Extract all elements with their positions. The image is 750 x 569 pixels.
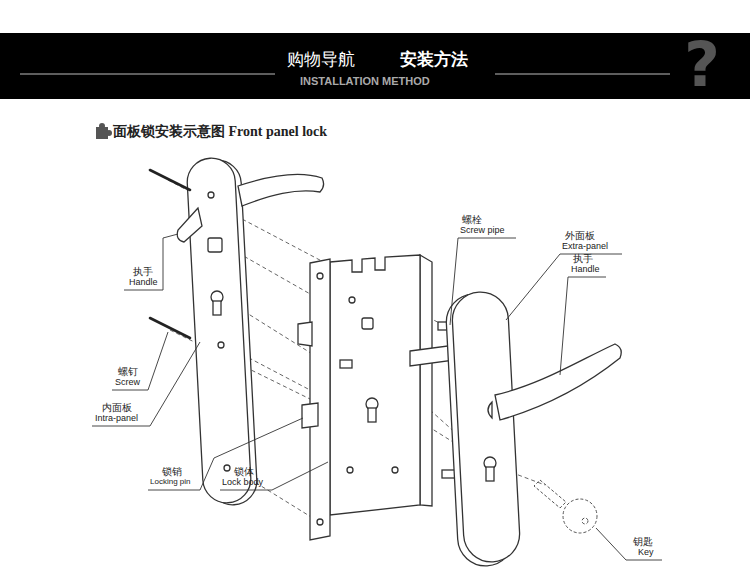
part-label: 螺钉 (118, 366, 138, 377)
band-rules (0, 33, 750, 99)
part-label: 钥匙 (633, 536, 653, 547)
part-label: Extra-panel (562, 242, 608, 252)
part-label: Screw (115, 378, 140, 388)
part-label: 螺栓 (462, 214, 482, 225)
band-heading: 安装方法 (400, 50, 468, 69)
part-label: Locking pin (150, 478, 190, 487)
part-label: Intra-panel (95, 414, 138, 424)
band-heading: 购物导航 (287, 50, 355, 69)
part-label: Key (638, 548, 654, 558)
watermark: ? (684, 34, 720, 96)
part-label: 锁销 (162, 466, 182, 477)
part-label: Screw pipe (460, 226, 505, 236)
part-label: Handle (129, 278, 158, 288)
part-label: 外面板 (565, 230, 595, 241)
part-label: 内面板 (102, 402, 132, 413)
section-title: 面板锁安装示意图 Front panel lock (113, 124, 327, 139)
part-label: 锁体 (234, 466, 254, 477)
part-label: 执手 (573, 253, 593, 264)
part-label: Lock body (222, 478, 263, 488)
part-label: 执手 (133, 266, 153, 277)
header-band: 购物导航 安装方法 INSTALLATION METHOD (0, 33, 750, 99)
part-label: Handle (571, 265, 600, 275)
band-subtitle: INSTALLATION METHOD (300, 75, 430, 87)
